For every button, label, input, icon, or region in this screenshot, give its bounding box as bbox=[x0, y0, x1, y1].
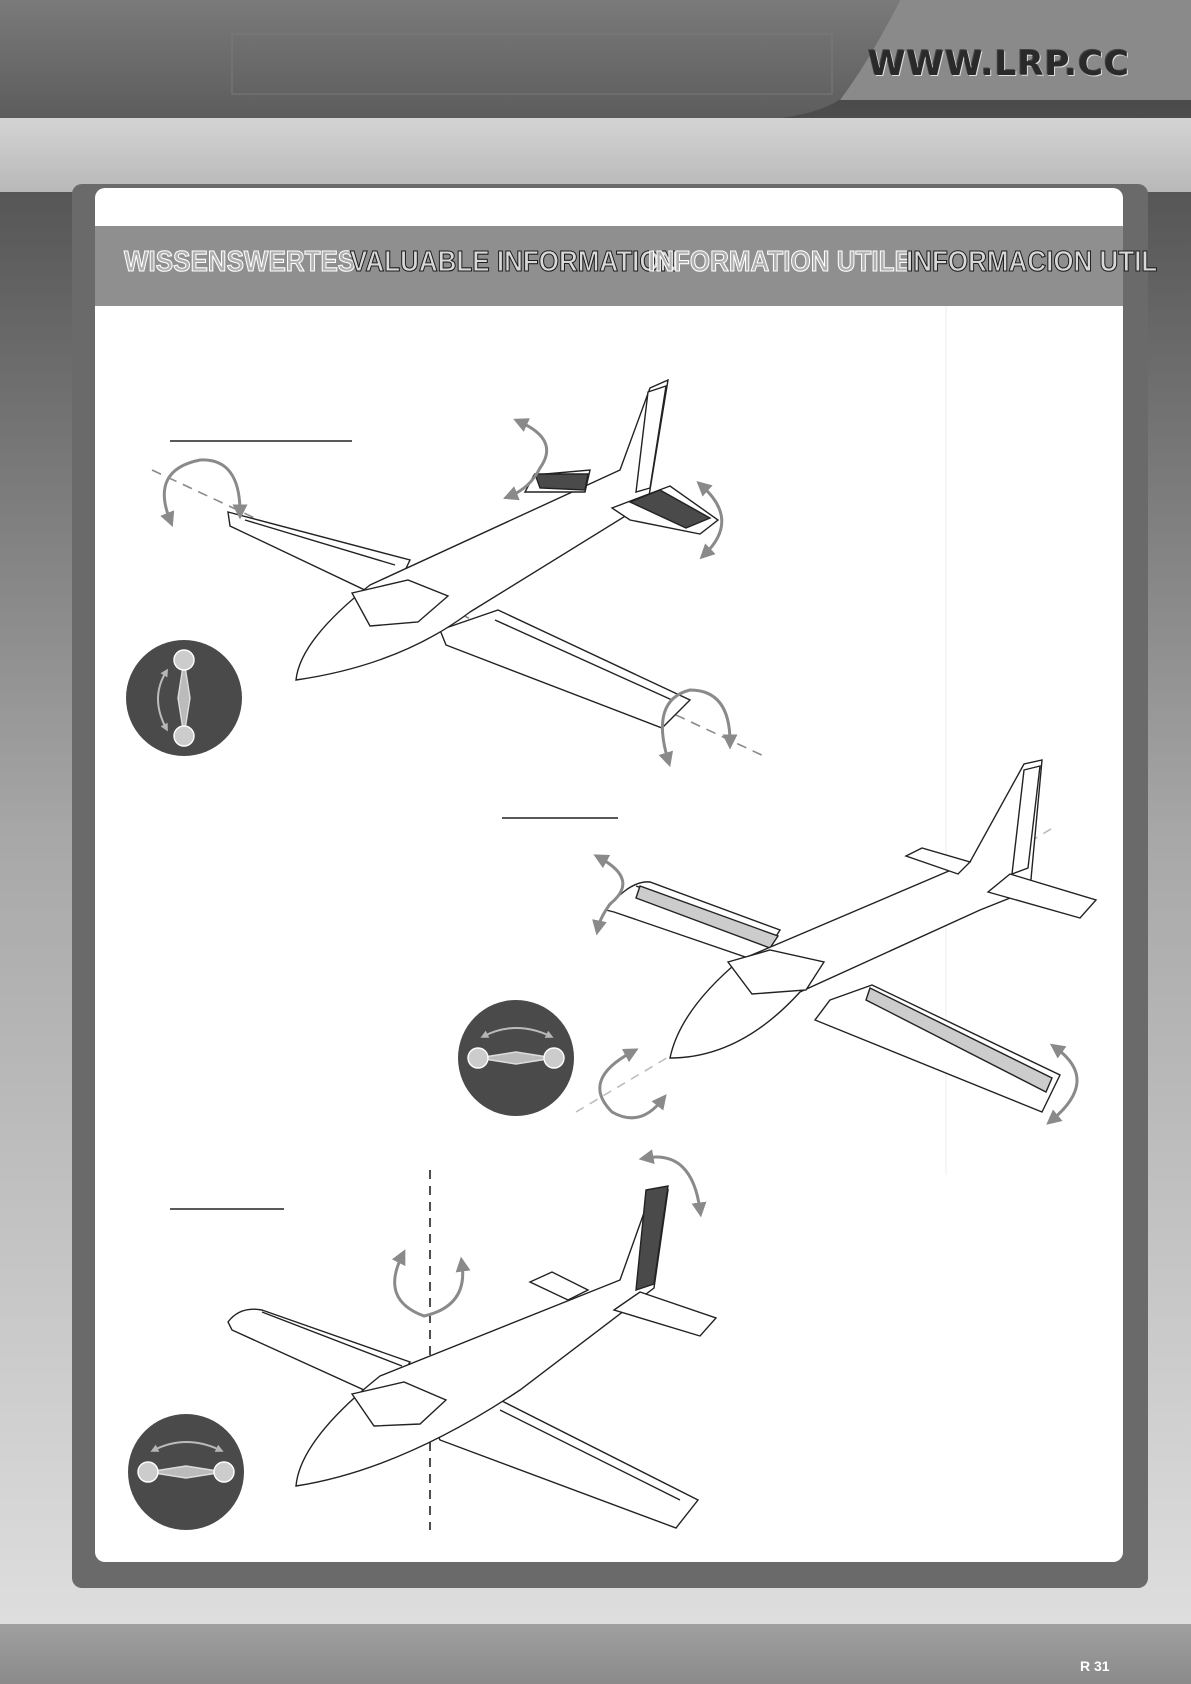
banner-title-french: INFORMATION UTILE bbox=[648, 244, 913, 278]
figure-yaw bbox=[128, 1149, 718, 1530]
banner-title-german: WISSENSWERTES bbox=[123, 244, 356, 278]
site-url[interactable]: WWW.LRP.CC bbox=[868, 44, 1130, 84]
page-number: R 31 bbox=[1080, 1658, 1110, 1674]
figure-roll bbox=[126, 378, 769, 768]
stick-vertical-icon bbox=[126, 640, 242, 756]
banner-title-spanish: INFORMACION UTIL bbox=[905, 244, 1158, 278]
figure-pitch bbox=[458, 759, 1098, 1125]
banner-title-english: VALUABLE INFORMATION bbox=[349, 244, 679, 278]
stick-horizontal-icon bbox=[458, 1000, 574, 1116]
stick-horizontal-icon-yaw bbox=[128, 1414, 244, 1530]
